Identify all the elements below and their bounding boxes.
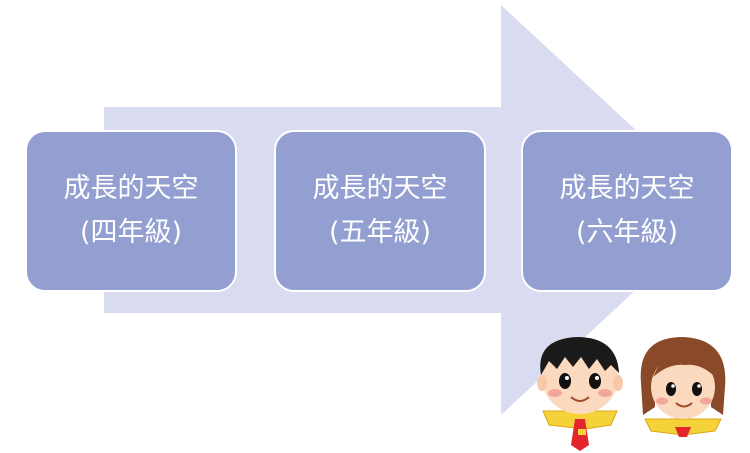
step-title: 成長的天空 — [63, 173, 199, 204]
boy-cartoon-icon — [537, 337, 623, 451]
step-grade: (四年級) — [79, 217, 183, 248]
step-box-grade-6: 成長的天空 (六年級) — [521, 130, 733, 292]
step-grade: (五年級) — [328, 217, 432, 248]
step-title: 成長的天空 — [312, 173, 448, 204]
step-grade: (六年級) — [575, 217, 679, 248]
kids-illustration — [537, 337, 726, 451]
step-title: 成長的天空 — [559, 173, 695, 204]
step-box-grade-5: 成長的天空 (五年級) — [274, 130, 486, 292]
girl-cartoon-icon — [640, 337, 726, 437]
step-box-grade-4: 成長的天空 (四年級) — [25, 130, 237, 292]
